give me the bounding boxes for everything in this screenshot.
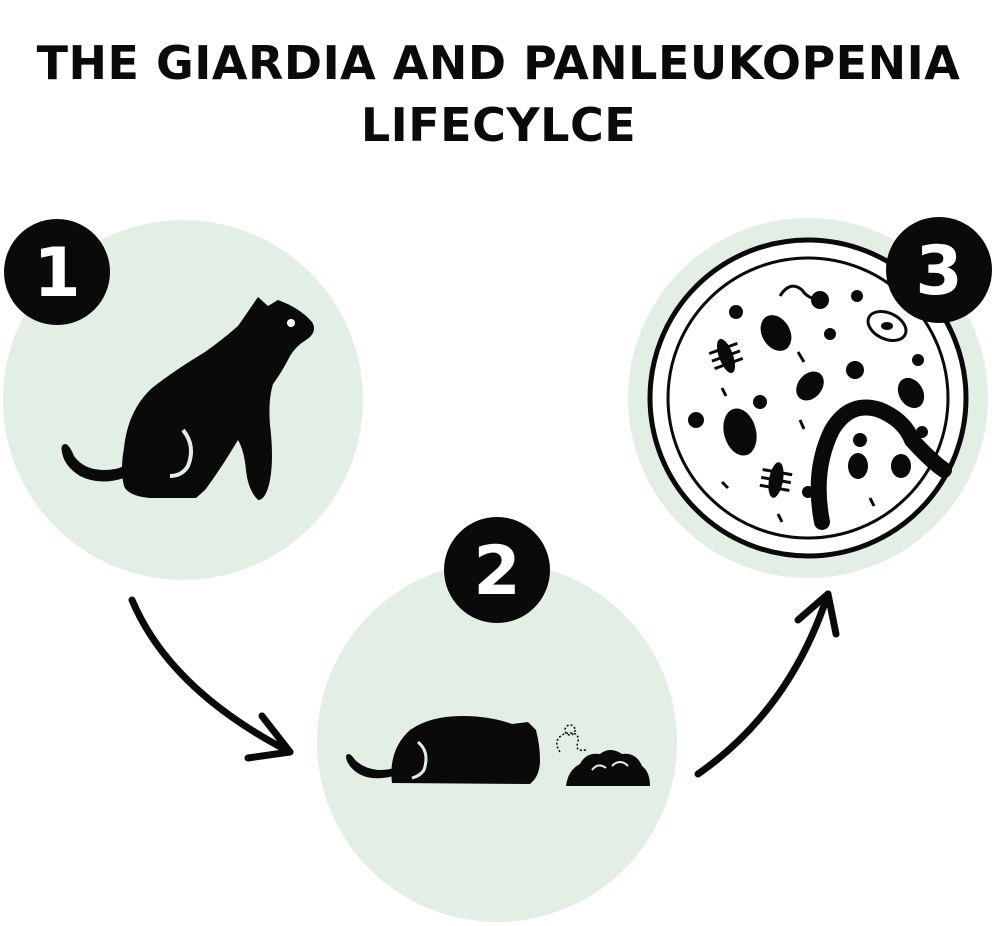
step-3-badge: 3 [886,217,992,323]
title-line-1: THE GIARDIA AND PANLEUKOPENIA [36,36,961,90]
step-2-number: 2 [473,532,520,611]
cat-eye-1 [287,319,295,327]
step-2-badge: 2 [444,517,550,623]
arrow-2-to-3 [694,590,840,778]
title-line-2: LIFECYLCE [360,98,637,152]
arrow-1-to-2 [128,596,294,762]
step-3-number: 3 [915,232,962,311]
cat-eating-icon [346,716,540,784]
sitting-cat-icon [61,297,314,500]
diagram-title: THE GIARDIA AND PANLEUKOPENIA LIFECYLCE [0,32,997,156]
step-1-number: 1 [33,234,80,313]
cat-leg-line-1 [169,428,194,478]
food-pile-icon [556,724,650,786]
cat-leg-line-2 [411,740,428,780]
petri-dish-microbes-icon [647,237,969,559]
step-1-badge: 1 [4,219,110,325]
